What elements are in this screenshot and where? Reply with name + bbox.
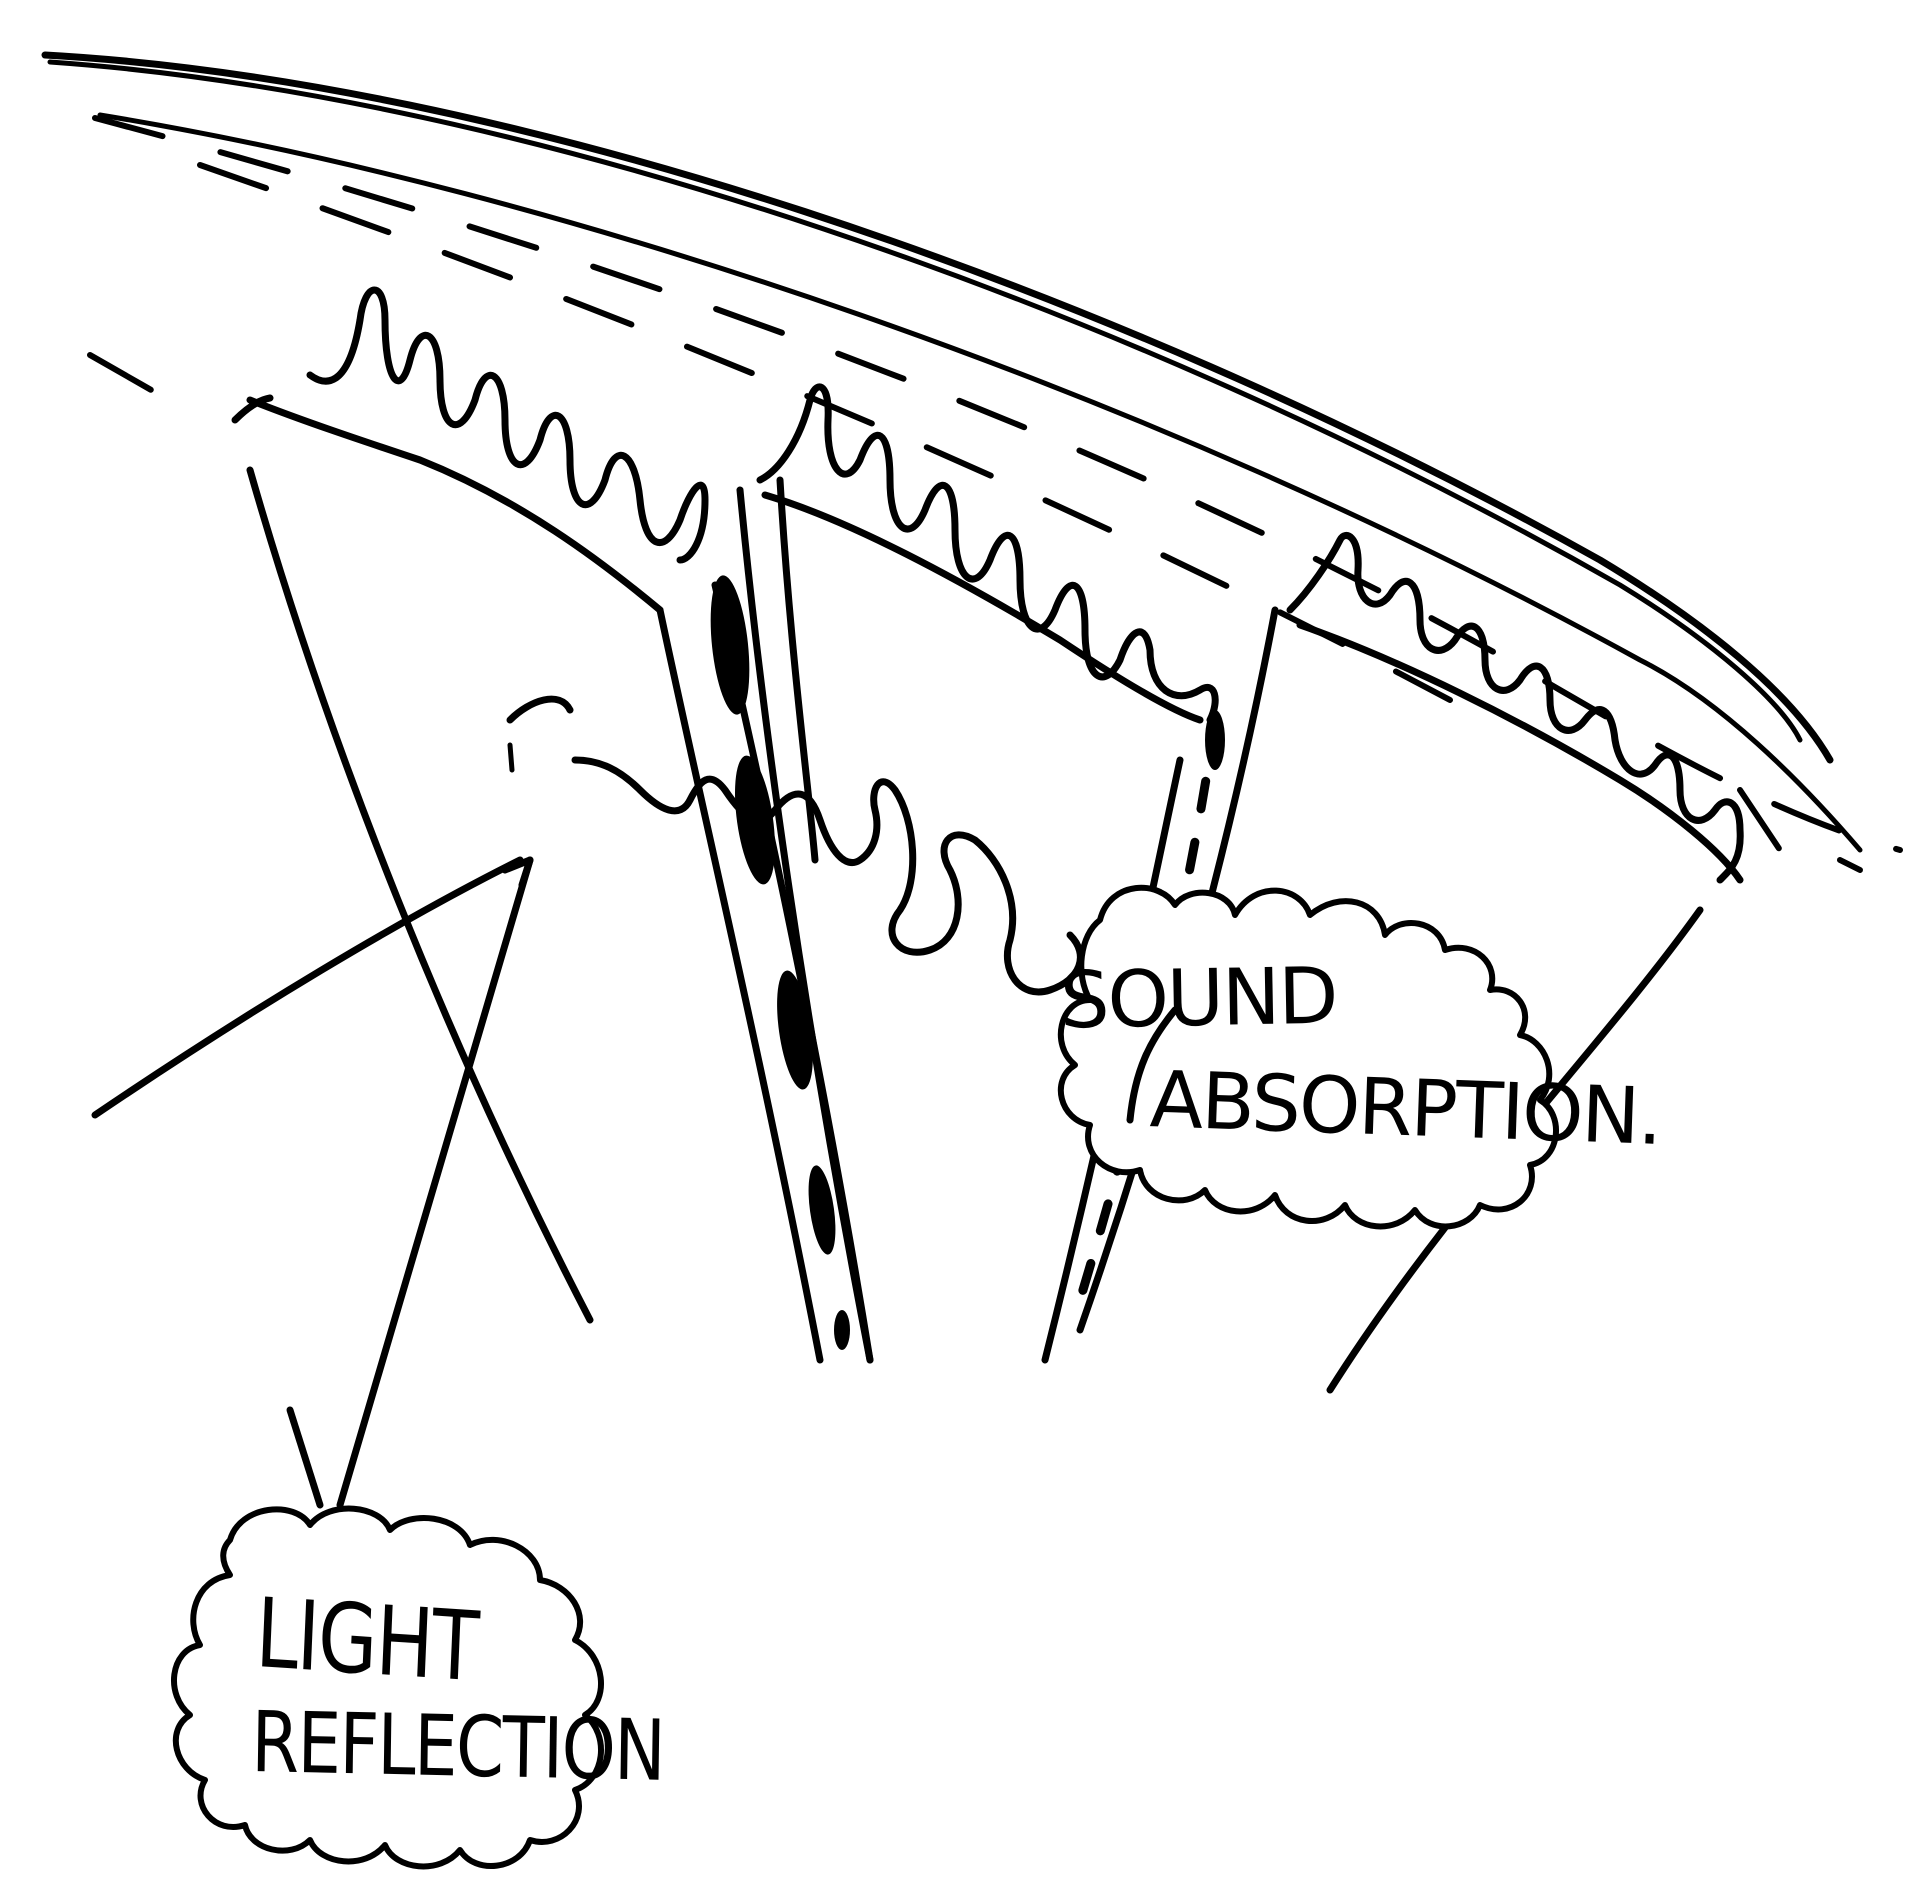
acoustic-coil-2 [756, 383, 1219, 724]
light-label: LIGHT [253, 1577, 480, 1704]
reflection-label: REFLECTION [250, 1693, 665, 1800]
sound-pointer [1126, 1006, 1179, 1124]
acoustic-coil-3 [1286, 532, 1744, 884]
insulation-dashes [87, 115, 1903, 873]
absorption-label: ABSORPTION. [1148, 1055, 1663, 1163]
acoustic-coil-1 [231, 286, 709, 614]
sound-absorption-cloud [1057, 884, 1559, 1230]
hanging-panel-left [656, 476, 874, 1364]
light-rays [91, 466, 594, 1509]
sound-label: SOUND [1059, 951, 1338, 1047]
roof-shell [41, 51, 1863, 853]
light-reflection-cloud [171, 1505, 604, 1870]
sound-wave [506, 695, 1084, 996]
